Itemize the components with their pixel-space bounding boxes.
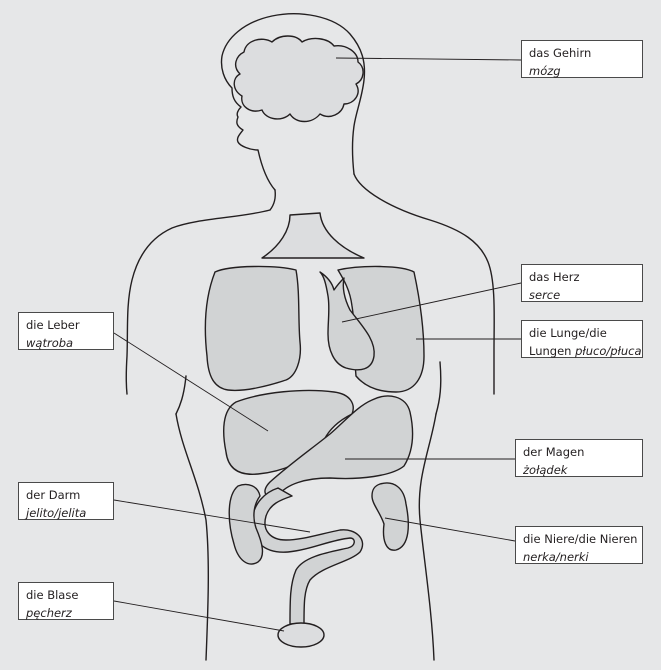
label-brain: das Gehirn mózg: [521, 40, 643, 78]
arm-gap-left: [175, 375, 187, 415]
waist-left: [175, 413, 210, 661]
label-kidney: die Niere/die Nieren nerka/nerki: [515, 526, 643, 564]
label-lung-de-line1: die Lunge/die: [529, 326, 607, 340]
neck-left: [269, 189, 276, 211]
lung-left: [204, 265, 302, 392]
label-brain-de: das Gehirn: [529, 46, 592, 60]
leader-gut: [113, 499, 311, 533]
label-gut: der Darm jelito/jelita: [18, 482, 114, 520]
leader-brain: [335, 57, 522, 61]
torso-left: [125, 209, 271, 395]
label-gut-de: der Darm: [26, 488, 81, 502]
label-bladder-de: die Blase: [26, 588, 79, 602]
leader-kidney: [384, 517, 516, 542]
label-lung-de-line2: Lungen: [529, 344, 572, 358]
intestine: [251, 487, 364, 625]
label-stomach-de: der Magen: [523, 445, 585, 459]
waist-right: [418, 413, 437, 661]
stomach: [264, 395, 414, 498]
label-lung: die Lunge/die Lungen płuco/płuca: [521, 320, 643, 358]
label-bladder-pl: pęcherz: [26, 606, 72, 620]
brain: [233, 35, 364, 123]
head-outline: [220, 13, 366, 191]
bladder: [277, 622, 325, 648]
leader-bladder: [113, 600, 285, 632]
label-lung-pl: płuco/płuca: [575, 344, 642, 358]
label-heart-de: das Herz: [529, 270, 580, 284]
leader-heart: [341, 282, 522, 323]
kidney-left: [228, 483, 264, 565]
label-kidney-pl: nerka/nerki: [523, 550, 589, 564]
label-heart: das Herz serce: [521, 264, 643, 302]
label-liver-de: die Leber: [26, 318, 80, 332]
label-liver: die Leber wątroba: [18, 312, 114, 350]
label-liver-pl: wątroba: [26, 336, 74, 350]
kidney-right: [371, 482, 409, 551]
label-bladder: die Blase pęcherz: [18, 582, 114, 620]
label-stomach: der Magen żołądek: [515, 439, 643, 477]
arm-gap-right: [435, 361, 442, 415]
leader-liver: [113, 332, 269, 432]
label-brain-pl: mózg: [529, 64, 561, 78]
label-heart-pl: serce: [529, 288, 561, 302]
label-lung-line2: Lungen płuco/płuca: [529, 342, 642, 360]
torso-right: [353, 173, 495, 395]
label-gut-pl: jelito/jelita: [26, 506, 87, 520]
label-stomach-pl: żołądek: [523, 463, 568, 477]
label-kidney-de: die Niere/die Nieren: [523, 532, 638, 546]
trachea: [261, 212, 365, 259]
